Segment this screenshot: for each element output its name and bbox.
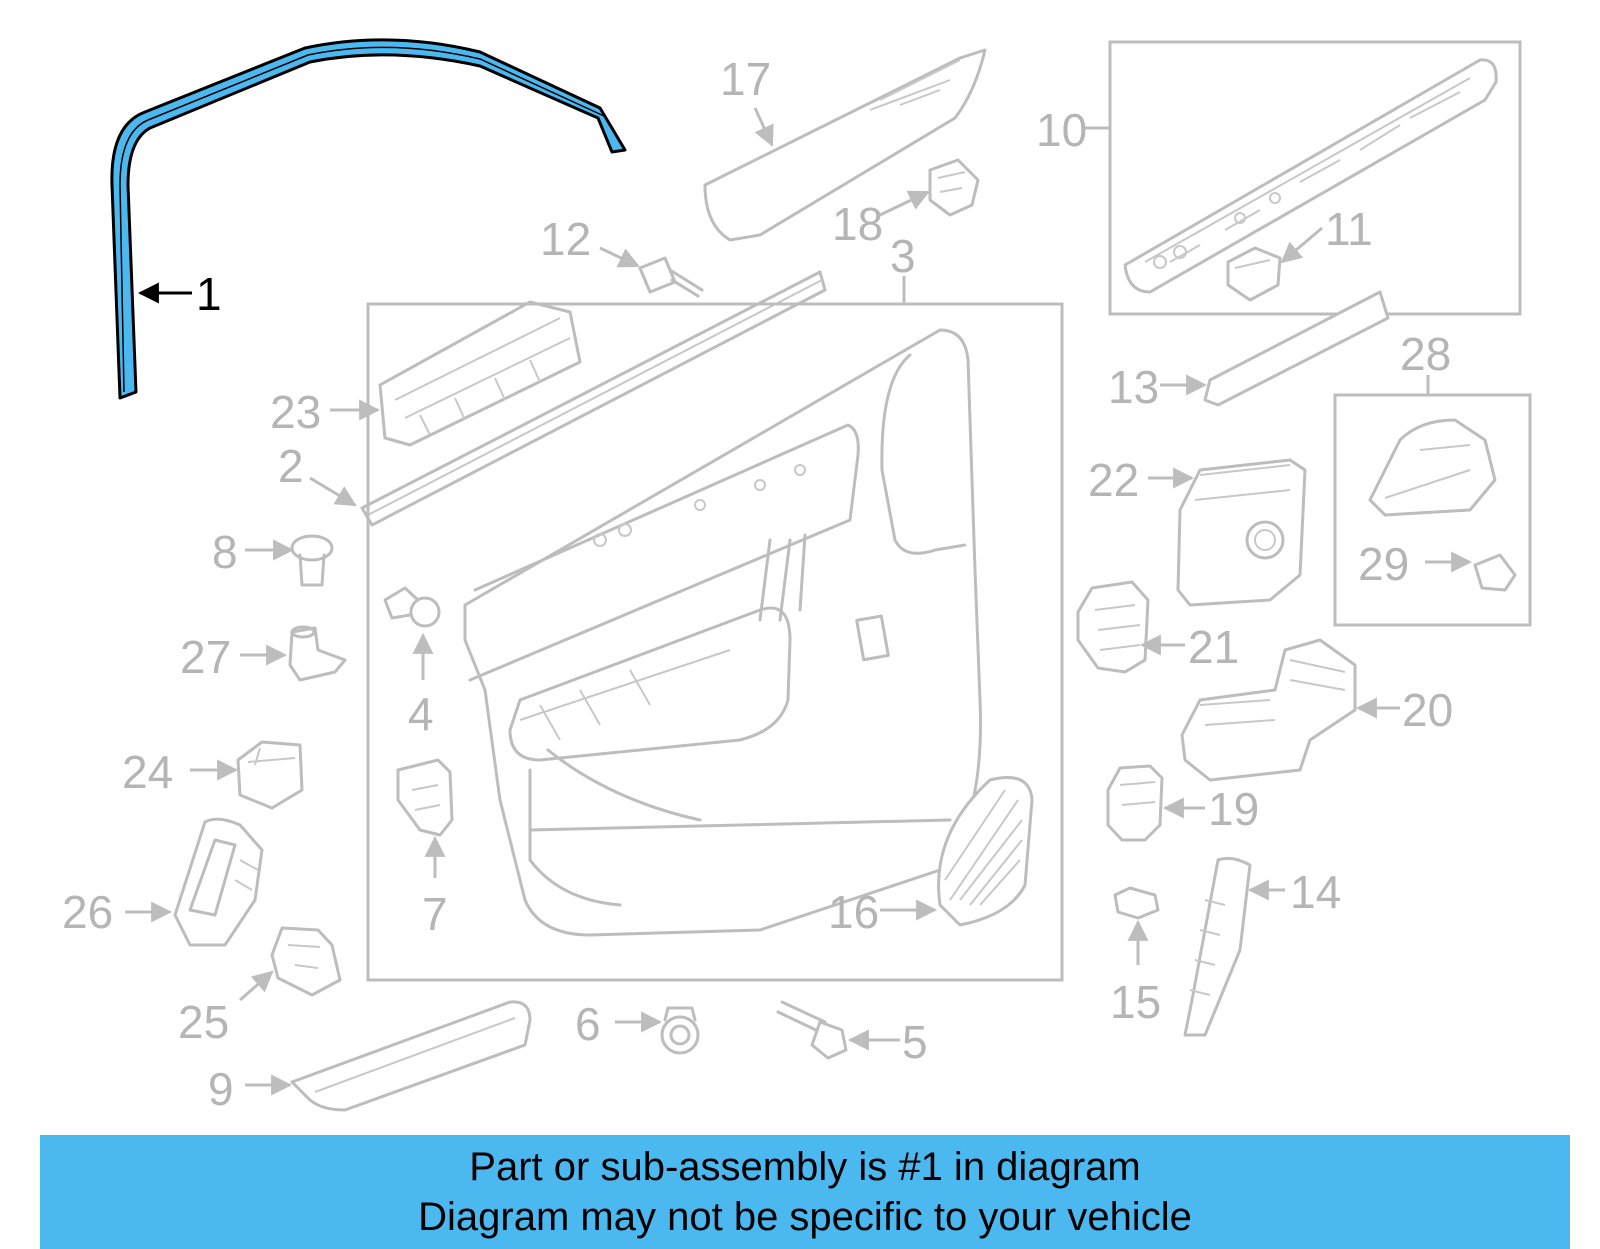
callout-8: 8 bbox=[212, 526, 238, 578]
callout-22: 22 bbox=[1088, 454, 1139, 506]
part-14-trim-molding[interactable] bbox=[1183, 856, 1252, 1037]
part-27-clip[interactable] bbox=[288, 625, 347, 682]
box-28-29 bbox=[1333, 393, 1532, 627]
callout-10: 10 bbox=[1036, 104, 1087, 156]
callout-5: 5 bbox=[902, 1016, 928, 1068]
callout-24: 24 bbox=[122, 746, 173, 798]
callout-17: 17 bbox=[720, 53, 771, 105]
part-16-speaker-grille[interactable] bbox=[937, 776, 1034, 927]
part-11-switch[interactable] bbox=[1226, 246, 1282, 302]
callout-18: 18 bbox=[832, 198, 883, 250]
callout-1: 1 bbox=[196, 268, 222, 320]
callout-7: 7 bbox=[422, 888, 448, 940]
banner-line-2: Diagram may not be specific to your vehi… bbox=[418, 1195, 1192, 1239]
part-21-switch[interactable] bbox=[1076, 580, 1150, 674]
callout-23: 23 bbox=[270, 386, 321, 438]
box-3 bbox=[366, 302, 1064, 982]
box-10-11 bbox=[1108, 40, 1522, 316]
part-10-switch-bezel[interactable] bbox=[1123, 58, 1498, 294]
callout-12: 12 bbox=[540, 213, 591, 265]
part-8-clip[interactable] bbox=[290, 534, 334, 587]
leader-12 bbox=[599, 246, 640, 268]
notice-banner: Part or sub-assembly is #1 in diagram Di… bbox=[40, 1135, 1570, 1249]
callout-9: 9 bbox=[208, 1063, 234, 1115]
part-29-bulb[interactable] bbox=[1473, 553, 1517, 592]
part-6-pin[interactable] bbox=[660, 1006, 700, 1055]
part-28-handle[interactable] bbox=[1368, 418, 1497, 517]
part-24-switch[interactable] bbox=[236, 740, 304, 810]
callout-20: 20 bbox=[1402, 684, 1453, 736]
callout-16: 16 bbox=[828, 886, 879, 938]
part-9-trim-strip[interactable] bbox=[290, 1000, 532, 1112]
part-17-trim-panel[interactable] bbox=[703, 48, 987, 242]
part-15-clip[interactable] bbox=[1113, 886, 1160, 920]
callout-6: 6 bbox=[575, 998, 601, 1050]
part-25-switch[interactable] bbox=[270, 926, 342, 997]
leader-25 bbox=[239, 970, 274, 1002]
part-23-switch-panel[interactable] bbox=[378, 300, 582, 447]
part-19-switch[interactable] bbox=[1106, 764, 1164, 842]
part-1-weatherstrip[interactable] bbox=[110, 38, 627, 400]
callout-26: 26 bbox=[62, 886, 113, 938]
leader-17 bbox=[753, 107, 774, 147]
callout-15: 15 bbox=[1110, 976, 1161, 1028]
part-12-bolt[interactable] bbox=[638, 256, 704, 298]
part-26-handle-bezel[interactable] bbox=[173, 817, 264, 947]
leader-11 bbox=[1280, 226, 1323, 264]
callout-3: 3 bbox=[890, 230, 916, 282]
part-7-bracket[interactable] bbox=[396, 758, 454, 837]
part-20-window-switch[interactable] bbox=[1180, 638, 1357, 782]
leader-2 bbox=[309, 476, 357, 507]
callout-11: 11 bbox=[1325, 203, 1373, 255]
parts-diagram: 1 17 18 10 11 12 23 bbox=[62, 38, 1532, 1115]
callout-25: 25 bbox=[178, 996, 229, 1048]
part-22-headlamp-switch[interactable] bbox=[1176, 458, 1307, 607]
callout-2: 2 bbox=[278, 440, 304, 492]
part-18-clip[interactable] bbox=[928, 158, 980, 217]
part-13-trim-strip[interactable] bbox=[1203, 290, 1390, 407]
callout-13: 13 bbox=[1108, 361, 1159, 413]
leader-18 bbox=[879, 190, 930, 217]
callout-29: 29 bbox=[1358, 538, 1409, 590]
part-5-screw[interactable] bbox=[776, 1000, 848, 1060]
banner-line-1: Part or sub-assembly is #1 in diagram bbox=[469, 1145, 1141, 1189]
callout-4: 4 bbox=[408, 688, 434, 740]
callout-27: 27 bbox=[180, 631, 231, 683]
callout-19: 19 bbox=[1208, 783, 1259, 835]
callout-14: 14 bbox=[1290, 866, 1341, 918]
part-4-clip[interactable] bbox=[383, 586, 441, 628]
callout-21: 21 bbox=[1188, 621, 1239, 673]
callout-28: 28 bbox=[1400, 328, 1451, 380]
